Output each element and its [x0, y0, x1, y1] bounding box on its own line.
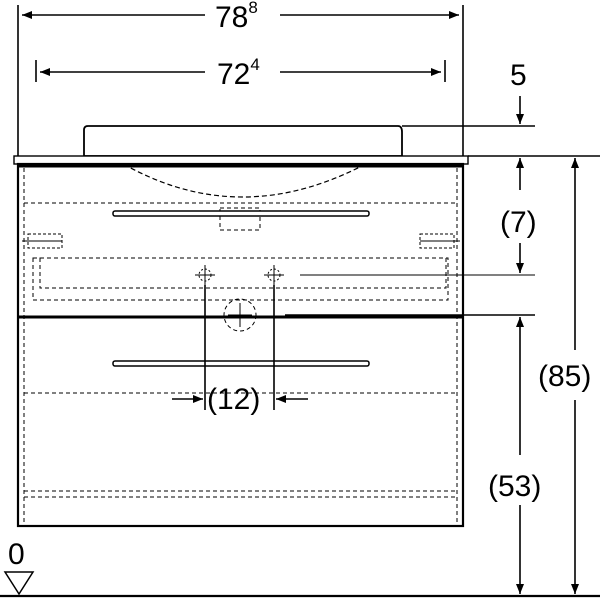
drain-circle — [223, 298, 257, 332]
wall-bracket-left — [22, 233, 63, 249]
floor-to-drawer-dimension — [285, 314, 535, 594]
drain-center-marks — [228, 303, 252, 327]
inner-drawer-outline — [32, 257, 449, 301]
wall-bracket-right — [419, 233, 460, 249]
drain-spacing-dimension — [172, 285, 308, 410]
siphon-box — [219, 207, 261, 231]
bottom-drawer-handle — [112, 360, 370, 367]
inner-width-dimension — [35, 60, 446, 82]
top-to-connection-label: (7) — [500, 206, 537, 239]
overall-width-dimension — [17, 5, 464, 160]
basin-height-dimension — [402, 96, 600, 157]
inner-drawer-box — [39, 257, 447, 289]
triangle-down-icon — [3, 571, 35, 596]
cabinet-outline — [16, 162, 465, 528]
water-connections — [195, 265, 535, 285]
floor-to-drawer-label: (53) — [488, 470, 541, 503]
basin-bowl-outline — [109, 155, 381, 198]
inner-width-label: 724 — [217, 55, 260, 91]
overall-width-label: 788 — [215, 0, 258, 34]
floor-level-label: 0 — [8, 538, 25, 571]
total-height-label: (85) — [538, 360, 591, 393]
countertop — [13, 155, 469, 165]
hidden-lines — [23, 168, 458, 526]
top-drawer-handle — [112, 210, 370, 217]
basin-height-label: 5 — [510, 59, 527, 92]
cabinet-body — [13, 155, 469, 528]
drawer-handles — [112, 210, 370, 367]
drain-spacing-label: (12) — [207, 383, 260, 416]
